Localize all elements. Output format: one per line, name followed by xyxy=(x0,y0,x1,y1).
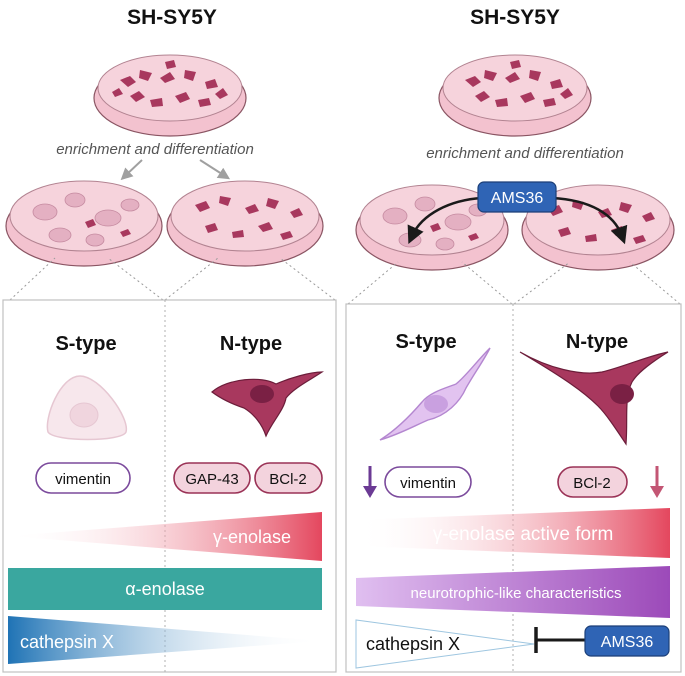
right-s-cell-icon xyxy=(379,347,491,441)
right-zoom-line-1 xyxy=(347,261,399,305)
right-cathepsin-label: cathepsin X xyxy=(366,634,460,654)
right-title: SH-SY5Y xyxy=(470,6,560,29)
left-zoom-line-3 xyxy=(164,257,219,301)
right-drug-box: AMS36 xyxy=(477,181,557,213)
right-gamma-active-bar: γ-enolase active form xyxy=(356,508,670,558)
right-marker-vimentin-text: vimentin xyxy=(400,475,456,492)
right-process-label: enrichment and differentiation xyxy=(426,145,624,162)
left-gamma-label: γ-enolase xyxy=(213,527,291,547)
left-cathepsin-bar: cathepsin X xyxy=(8,616,322,664)
right-drug-label: AMS36 xyxy=(491,190,544,207)
left-cathepsin-label: cathepsin X xyxy=(20,632,114,652)
left-process-label: enrichment and differentiation xyxy=(56,141,254,158)
left-marker-bcl2-text: BCl-2 xyxy=(269,471,307,488)
left-alpha-enolase-bar: α-enolase xyxy=(8,568,322,610)
right-drug-arrow-s xyxy=(407,196,483,244)
right-zoom-line-2 xyxy=(461,261,513,305)
right-zoom-line-4 xyxy=(629,261,681,305)
left-marker-gap43: GAP-43 xyxy=(173,462,251,494)
left-alpha-label: α-enolase xyxy=(125,579,204,599)
right-marker-bcl2: BCl-2 xyxy=(557,466,628,498)
left-arrow-n xyxy=(199,159,231,180)
left-half: SH-SY5Y enrichment and differentiation xyxy=(2,6,337,673)
right-gamma-label: γ-enolase active form xyxy=(433,524,614,545)
left-zoom-line-2 xyxy=(107,257,164,301)
left-zoom-line-4 xyxy=(279,257,336,301)
right-neuro-label: neurotrophic-like characteristics xyxy=(411,585,622,602)
left-s-cell-icon xyxy=(46,375,127,441)
left-marker-gap43-text: GAP-43 xyxy=(185,471,238,488)
right-inhibition-symbol xyxy=(534,627,585,653)
right-marker-bcl2-text: BCl-2 xyxy=(573,475,611,492)
left-gamma-enolase-bar: γ-enolase xyxy=(8,512,322,561)
left-s-dish xyxy=(5,180,163,267)
left-top-dish xyxy=(93,54,247,137)
left-s-type-label: S-type xyxy=(55,333,116,355)
right-zoom-line-3 xyxy=(513,261,571,305)
left-marker-bcl2: BCl-2 xyxy=(254,462,323,494)
right-drug-arrow-n xyxy=(551,196,628,245)
right-n-dish xyxy=(521,184,675,271)
right-neuro-bar: neurotrophic-like characteristics xyxy=(356,566,670,618)
right-n-cell-icon xyxy=(519,351,669,446)
right-s-dish xyxy=(355,184,509,271)
right-top-dish xyxy=(438,54,592,137)
left-arrow-s xyxy=(120,159,143,181)
right-marker-vimentin: vimentin xyxy=(384,466,472,498)
right-vimentin-down-arrow xyxy=(363,466,377,498)
left-n-dish xyxy=(166,180,324,267)
right-cathepsin-bar: cathepsin X xyxy=(355,619,535,669)
right-inhibitor-label: AMS36 xyxy=(601,634,654,651)
right-n-type-label: N-type xyxy=(566,331,628,353)
left-zoom-line-1 xyxy=(9,257,56,301)
right-half: SH-SY5Y enrichment and differentiation xyxy=(345,6,682,673)
left-title: SH-SY5Y xyxy=(127,6,217,29)
right-bcl2-down-arrow xyxy=(650,466,664,498)
left-n-type-label: N-type xyxy=(220,333,282,355)
right-inhibitor-box: AMS36 xyxy=(584,625,670,657)
left-marker-vimentin-text: vimentin xyxy=(55,471,111,488)
left-marker-vimentin: vimentin xyxy=(35,462,131,494)
right-s-type-label: S-type xyxy=(395,331,456,353)
left-n-cell-icon xyxy=(211,371,324,438)
